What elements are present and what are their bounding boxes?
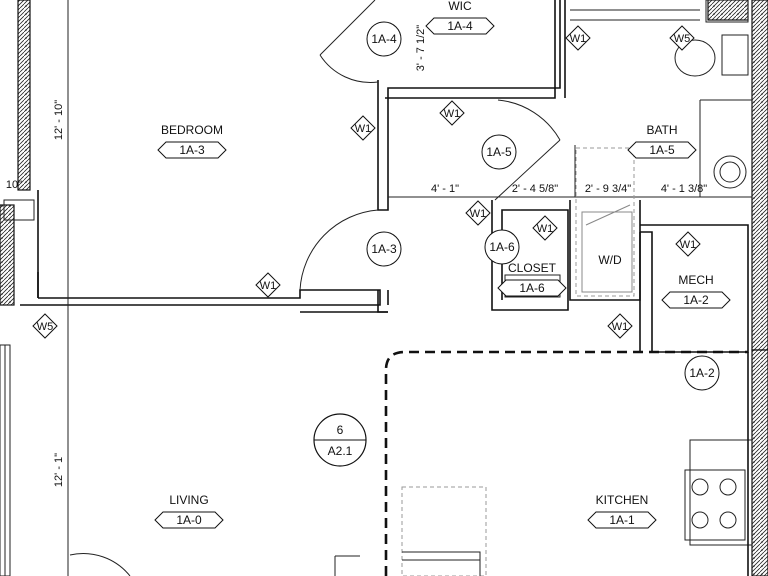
room-label-bedroom: BEDROOM 1A-3	[157, 123, 227, 159]
wall-tag-text: W1	[260, 280, 277, 292]
room-tag-box	[497, 279, 567, 297]
room-tag-bedroom: 1A-3	[179, 143, 205, 157]
wall-tag: W1	[532, 215, 558, 241]
wall-tag-text: W1	[612, 321, 629, 333]
room-label-closet: CLOSET 1A-6	[497, 261, 567, 297]
door-tags: 1A-4 1A-5 1A-3 1A-6 1A-2	[366, 21, 720, 391]
wall-tag-text: W5	[674, 33, 691, 45]
room-tag-bath: 1A-5	[649, 143, 675, 157]
room-tag-kitchen: 1A-1	[609, 513, 635, 527]
wall-tag-text: W1	[444, 108, 461, 120]
door-tag: 1A-6	[484, 229, 520, 265]
wall-tag: W1	[565, 25, 591, 51]
wall-tag: W5	[669, 25, 695, 51]
room-label-living: LIVING 1A-0	[154, 493, 224, 529]
dimension-wic-depth: 3' - 7 1/2"	[415, 25, 427, 71]
dimension-window-sill: 10"	[6, 179, 22, 191]
room-tag-closet: 1A-6	[519, 281, 545, 295]
room-name-mech: MECH	[678, 273, 713, 287]
room-name-bedroom: BEDROOM	[161, 123, 223, 137]
room-labels: BEDROOM1A-3WIC1A-4BATH1A-5CLOSET1A-6MECH…	[154, 0, 731, 529]
room-tag-box	[425, 17, 495, 35]
door-tag: 1A-3	[366, 231, 402, 267]
wall-tag: W1	[675, 231, 701, 257]
door-tag-text: 1A-3	[371, 242, 397, 256]
dimension-closet-width: 4' - 1"	[431, 183, 459, 195]
range-burners	[684, 469, 746, 541]
exterior-wall-left-mid	[0, 204, 15, 306]
room-tag-box	[587, 511, 657, 529]
door-tag-text: 1A-6	[489, 240, 515, 254]
exterior-wall-right	[751, 0, 768, 351]
wall-tag-text: W1	[355, 123, 372, 135]
dimension-wd-width: 2' - 9 3/4"	[585, 183, 631, 195]
room-tag-box	[627, 141, 697, 159]
wall-tag: W1	[439, 100, 465, 126]
washer-dryer-label: W/D	[598, 253, 622, 267]
dimension-bath-width: 4' - 1 3/8"	[661, 183, 707, 195]
wall-tag-text: W1	[537, 223, 554, 235]
dimension-labels: 3' - 7 1/2" 12' - 10" 12' - 1" 10" 4' - …	[6, 25, 707, 487]
dimension-living-depth: 12' - 1"	[53, 453, 65, 487]
door-tag: 1A-5	[481, 134, 517, 170]
room-label-bath: BATH 1A-5	[627, 123, 697, 159]
room-tag-box	[661, 291, 731, 309]
room-tag-box	[154, 511, 224, 529]
wall-tag-text: W1	[570, 33, 587, 45]
section-marker: 6 A2.1	[313, 413, 367, 467]
room-tag-mech: 1A-2	[683, 293, 709, 307]
section-marker-number: 6	[337, 423, 344, 437]
wall-tag: W1	[255, 272, 281, 298]
room-name-closet: CLOSET	[508, 261, 557, 275]
wall-tag-text: W5	[37, 321, 54, 333]
room-label-wic: WIC 1A-4	[425, 0, 495, 35]
wall-tag: W5	[32, 313, 58, 339]
door-tag-text: 1A-5	[486, 145, 512, 159]
exterior-wall-left-upper	[17, 0, 31, 191]
wall-tag: W1	[465, 200, 491, 226]
room-tag-living: 1A-0	[176, 513, 202, 527]
interior-walls	[20, 0, 752, 576]
room-label-mech: MECH 1A-2	[661, 273, 731, 309]
room-label-kitchen: KITCHEN 1A-1	[587, 493, 657, 529]
wall-tag-text: W1	[680, 239, 697, 251]
wall-tag-text: W1	[470, 208, 487, 220]
wall-tag: W1	[607, 313, 633, 339]
room-name-living: LIVING	[169, 493, 208, 507]
exterior-wall-right-lower	[751, 349, 768, 576]
wall-tag: W1	[350, 115, 376, 141]
wall-segment-top-right	[707, 0, 749, 21]
door-tag-text: 1A-2	[689, 366, 715, 380]
room-name-bath: BATH	[646, 123, 677, 137]
dimension-bedroom-depth: 12' - 10"	[53, 100, 65, 140]
door-tag: 1A-2	[684, 355, 720, 391]
dimension-closet-depth: 2' - 4 5/8"	[512, 183, 558, 195]
room-tag-box	[157, 141, 227, 159]
door-tag: 1A-4	[366, 21, 402, 57]
section-marker-sheet: A2.1	[328, 444, 353, 458]
room-name-wic: WIC	[448, 0, 472, 13]
room-name-kitchen: KITCHEN	[596, 493, 649, 507]
door-tag-text: 1A-4	[371, 32, 397, 46]
room-tag-wic: 1A-4	[447, 19, 473, 33]
window-left	[0, 199, 35, 576]
